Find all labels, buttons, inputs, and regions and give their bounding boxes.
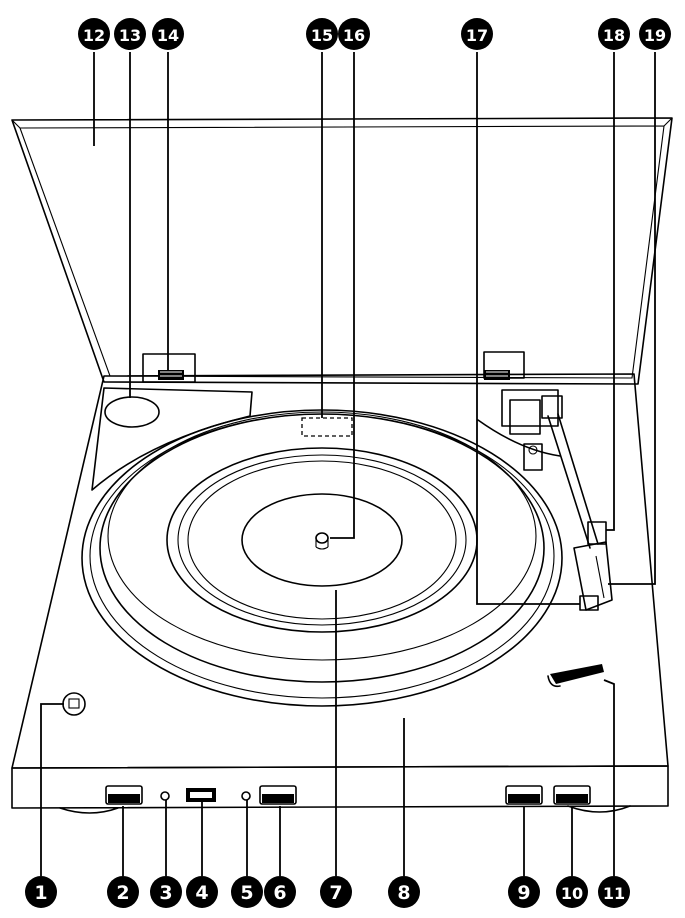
- callout-4-label: 4: [195, 882, 208, 904]
- callout-6-label: 6: [273, 882, 286, 904]
- callout-17-label: 17: [466, 26, 488, 45]
- center-spindle: [315, 532, 329, 550]
- rubber-mat: [166, 447, 478, 633]
- callout-5-label: 5: [240, 882, 253, 904]
- callout-14: 14: [152, 18, 184, 50]
- callout-18-label: 18: [603, 26, 625, 45]
- callout-1-label: 1: [34, 882, 47, 904]
- callout-16: 16: [338, 18, 370, 50]
- arm-lift-lever: [547, 664, 604, 688]
- leader-lines: [40, 52, 656, 876]
- callout-15: 15: [306, 18, 338, 50]
- callout-13-label: 13: [119, 26, 141, 45]
- callout-2-label: 2: [116, 882, 129, 904]
- adapter-holder: [91, 387, 253, 491]
- callout-1: 1: [25, 876, 57, 908]
- callout-14-label: 14: [157, 26, 179, 45]
- hinge-left: [142, 353, 196, 383]
- tonearm-assembly: [477, 389, 613, 611]
- callout-15-label: 15: [311, 26, 333, 45]
- power-indicator: [62, 692, 86, 716]
- callout-17: 17: [461, 18, 493, 50]
- callout-13: 13: [114, 18, 146, 50]
- callout-10-label: 10: [561, 884, 583, 903]
- callout-19: 19: [639, 18, 671, 50]
- callout-3-label: 3: [159, 882, 172, 904]
- hinge-right: [483, 351, 525, 380]
- callout-9: 9: [508, 876, 540, 908]
- callout-12-label: 12: [83, 26, 105, 45]
- callout-8: 8: [388, 876, 420, 908]
- callout-7-label: 7: [329, 882, 342, 904]
- platter: [81, 409, 563, 707]
- callout-2: 2: [107, 876, 139, 908]
- callout-7: 7: [320, 876, 352, 908]
- turntable-base: [11, 373, 669, 814]
- drive-marker: [301, 417, 353, 437]
- front-controls: [105, 785, 591, 805]
- callout-4: 4: [186, 876, 218, 908]
- dust-cover: [11, 117, 673, 385]
- callout-11-label: 11: [603, 884, 625, 903]
- callout-6: 6: [264, 876, 296, 908]
- callout-3: 3: [150, 876, 182, 908]
- callout-12: 12: [78, 18, 110, 50]
- callout-9-label: 9: [517, 882, 530, 904]
- callout-19-label: 19: [644, 26, 666, 45]
- callout-5: 5: [231, 876, 263, 908]
- callout-10: 10: [556, 876, 588, 908]
- callout-11: 11: [598, 876, 630, 908]
- callout-8-label: 8: [397, 882, 410, 904]
- callout-18: 18: [598, 18, 630, 50]
- callout-16-label: 16: [343, 26, 365, 45]
